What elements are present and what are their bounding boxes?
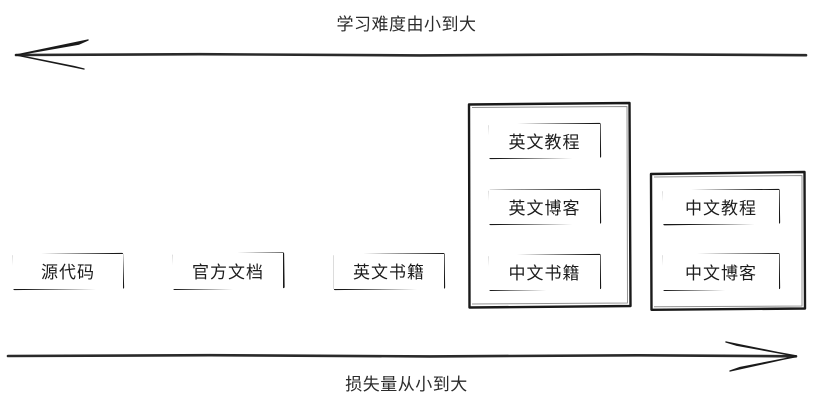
node-label: 英文书籍 bbox=[353, 263, 425, 283]
difficulty-axis-arrow bbox=[14, 39, 808, 70]
node-chinese-tutorial[interactable]: 中文教程 bbox=[663, 190, 779, 224]
node-label: 英文教程 bbox=[508, 132, 581, 153]
difficulty-axis-label: 学习难度由小到大 bbox=[336, 15, 477, 35]
node-label: 中文书籍 bbox=[508, 264, 581, 284]
node-label: 英文博客 bbox=[508, 198, 581, 219]
node-label: 中文博客 bbox=[685, 263, 757, 284]
node-official-docs[interactable]: 官方文档 bbox=[173, 253, 283, 289]
node-label: 官方文档 bbox=[192, 262, 264, 283]
node-english-books[interactable]: 英文书籍 bbox=[334, 254, 444, 289]
node-chinese-books[interactable]: 中文书籍 bbox=[489, 255, 600, 290]
group-outline-english-group bbox=[467, 101, 632, 309]
group-outline-chinese-group bbox=[649, 170, 807, 311]
node-label: 源代码 bbox=[41, 263, 95, 283]
node-english-tutorial[interactable]: 英文教程 bbox=[489, 124, 600, 158]
loss-axis-arrow bbox=[6, 341, 798, 372]
node-english-blog[interactable]: 英文博客 bbox=[489, 190, 600, 224]
node-chinese-blog[interactable]: 中文博客 bbox=[663, 254, 779, 290]
node-source-code[interactable]: 源代码 bbox=[13, 254, 123, 289]
node-label: 中文教程 bbox=[685, 198, 757, 219]
loss-axis-label: 损失量从小到大 bbox=[345, 375, 468, 395]
